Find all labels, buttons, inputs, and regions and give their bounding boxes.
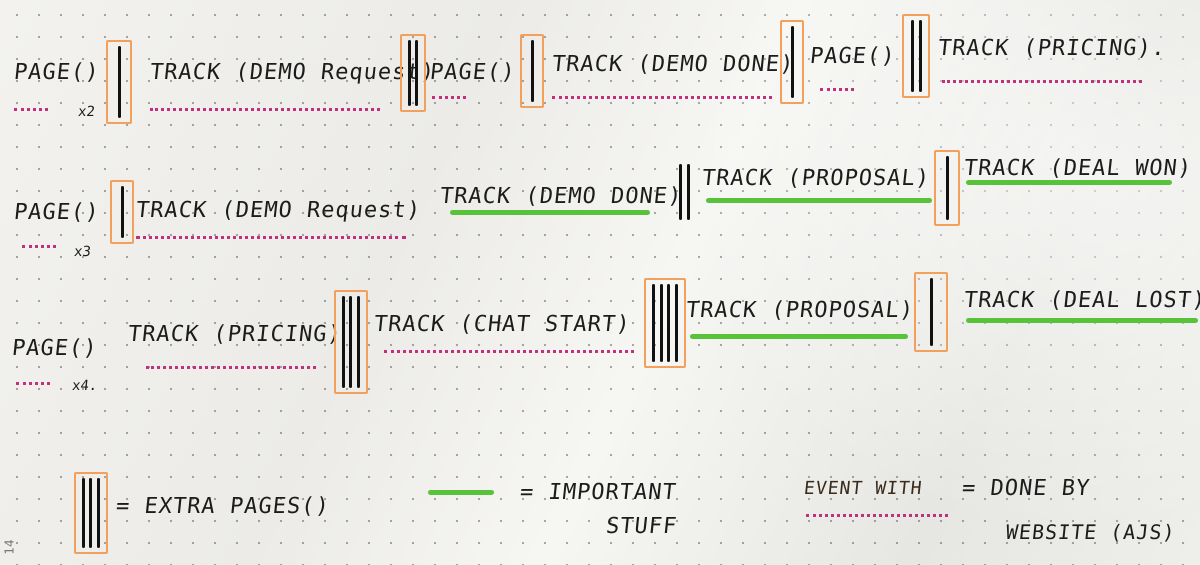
legend-website-ajs-label: WEBSITE (AJS) xyxy=(1004,520,1177,544)
legend-event-with-label: EVENT WITH xyxy=(802,478,924,499)
row3-page-underline xyxy=(16,382,50,385)
page-number: 14 xyxy=(2,539,17,555)
row3-page-call: PAGE() xyxy=(10,336,99,361)
row1-multiplier: x2 xyxy=(77,104,96,120)
row2-track-demo-done: TRACK (DEMO DONE) xyxy=(438,184,684,209)
row3-track-deal-lost-underline xyxy=(966,318,1198,323)
row1-track-demo-request: TRACK (DEMO Request) xyxy=(148,60,437,85)
legend-important-label: = IMPORTANT xyxy=(518,480,679,505)
row3-track-pricing-underline xyxy=(146,366,316,369)
page-bar xyxy=(910,20,914,92)
row2-track-demo-request: TRACK (DEMO Request) xyxy=(134,198,423,223)
row1-track-pricing-underline xyxy=(942,80,1142,83)
page-bar xyxy=(117,46,121,118)
page-bar xyxy=(408,40,411,106)
row3-track-proposal-underline xyxy=(690,334,908,339)
row1-page-call: PAGE() xyxy=(12,60,101,85)
page-bar xyxy=(349,296,353,388)
row1-extra-pages-box-3 xyxy=(520,34,544,108)
row3-extra-pages-box-1 xyxy=(334,290,368,394)
row2-track-proposal-underline xyxy=(706,198,932,203)
page-bar xyxy=(530,40,534,102)
page-bar xyxy=(674,284,678,362)
row2-track-proposal: TRACK (PROPOSAL) xyxy=(700,166,932,191)
row1-track-demo-done: TRACK (DEMO DONE) xyxy=(550,52,796,77)
row3-track-chat-start: TRACK (CHAT START) xyxy=(372,312,632,337)
page-bar xyxy=(945,156,949,220)
row1-track-demo-request-underline xyxy=(150,108,380,111)
row1-extra-pages-box-5 xyxy=(902,14,930,98)
row1-extra-pages-box-1 xyxy=(106,40,132,124)
page-bar xyxy=(82,478,86,548)
legend-extra-pages-box xyxy=(74,472,108,554)
row1-track-pricing: TRACK (PRICING). xyxy=(936,36,1168,61)
row3-multiplier: x4. xyxy=(71,378,99,394)
page-bar xyxy=(342,296,346,388)
page-bar xyxy=(918,20,922,92)
row3-track-deal-lost: TRACK (DEAL LOST) xyxy=(962,288,1200,313)
row2-track-demo-done-underline xyxy=(450,210,650,215)
row2-extra-pages-box-1 xyxy=(110,180,134,244)
page-bar xyxy=(790,26,794,98)
row1-track-demo-done-underline xyxy=(552,96,772,99)
page-bar xyxy=(96,478,100,548)
row3-track-chat-start-underline xyxy=(384,350,634,353)
page-bar xyxy=(652,284,656,362)
legend-done-by-label: = DONE BY xyxy=(960,476,1092,501)
row2-multiplier: x3 xyxy=(73,244,92,260)
row2-track-deal-won: TRACK (DEAL WON) xyxy=(962,156,1194,181)
row2-track-deal-won-underline xyxy=(966,180,1172,185)
row1-page-underline xyxy=(14,108,48,111)
row1-page-underline-3 xyxy=(820,88,854,91)
page-bar xyxy=(667,284,671,362)
page-bar xyxy=(89,478,93,548)
row1-extra-pages-box-2 xyxy=(400,34,426,112)
row2-extra-pages-marks xyxy=(670,158,698,226)
page-bar xyxy=(415,40,418,106)
row2-page-call: PAGE() xyxy=(12,200,101,225)
page-bar xyxy=(120,186,124,238)
row2-extra-pages-box-2 xyxy=(934,150,960,226)
page-bar xyxy=(678,164,682,220)
page-bar xyxy=(686,164,690,220)
row3-extra-pages-box-3 xyxy=(914,272,948,352)
legend-extra-pages-label: = EXTRA PAGES() xyxy=(114,494,332,519)
legend-green-swatch xyxy=(428,490,494,495)
row2-track-demo-request-underline xyxy=(136,236,406,239)
row3-extra-pages-box-2 xyxy=(644,278,686,368)
legend-important-label-2: STUFF xyxy=(604,514,679,539)
row1-page-call-2: PAGE() xyxy=(428,60,517,85)
row2-page-underline xyxy=(22,245,56,248)
page-bar xyxy=(929,278,933,346)
row1-extra-pages-box-4 xyxy=(780,20,804,104)
row1-page-underline-2 xyxy=(432,96,466,99)
row3-track-pricing: TRACK (PRICING) xyxy=(126,322,344,347)
page-bar xyxy=(356,296,360,388)
page-bar xyxy=(659,284,663,362)
row1-page-call-3: PAGE() xyxy=(808,44,897,69)
row3-track-proposal: TRACK (PROPOSAL) xyxy=(684,298,916,323)
legend-pink-swatch xyxy=(806,514,948,517)
